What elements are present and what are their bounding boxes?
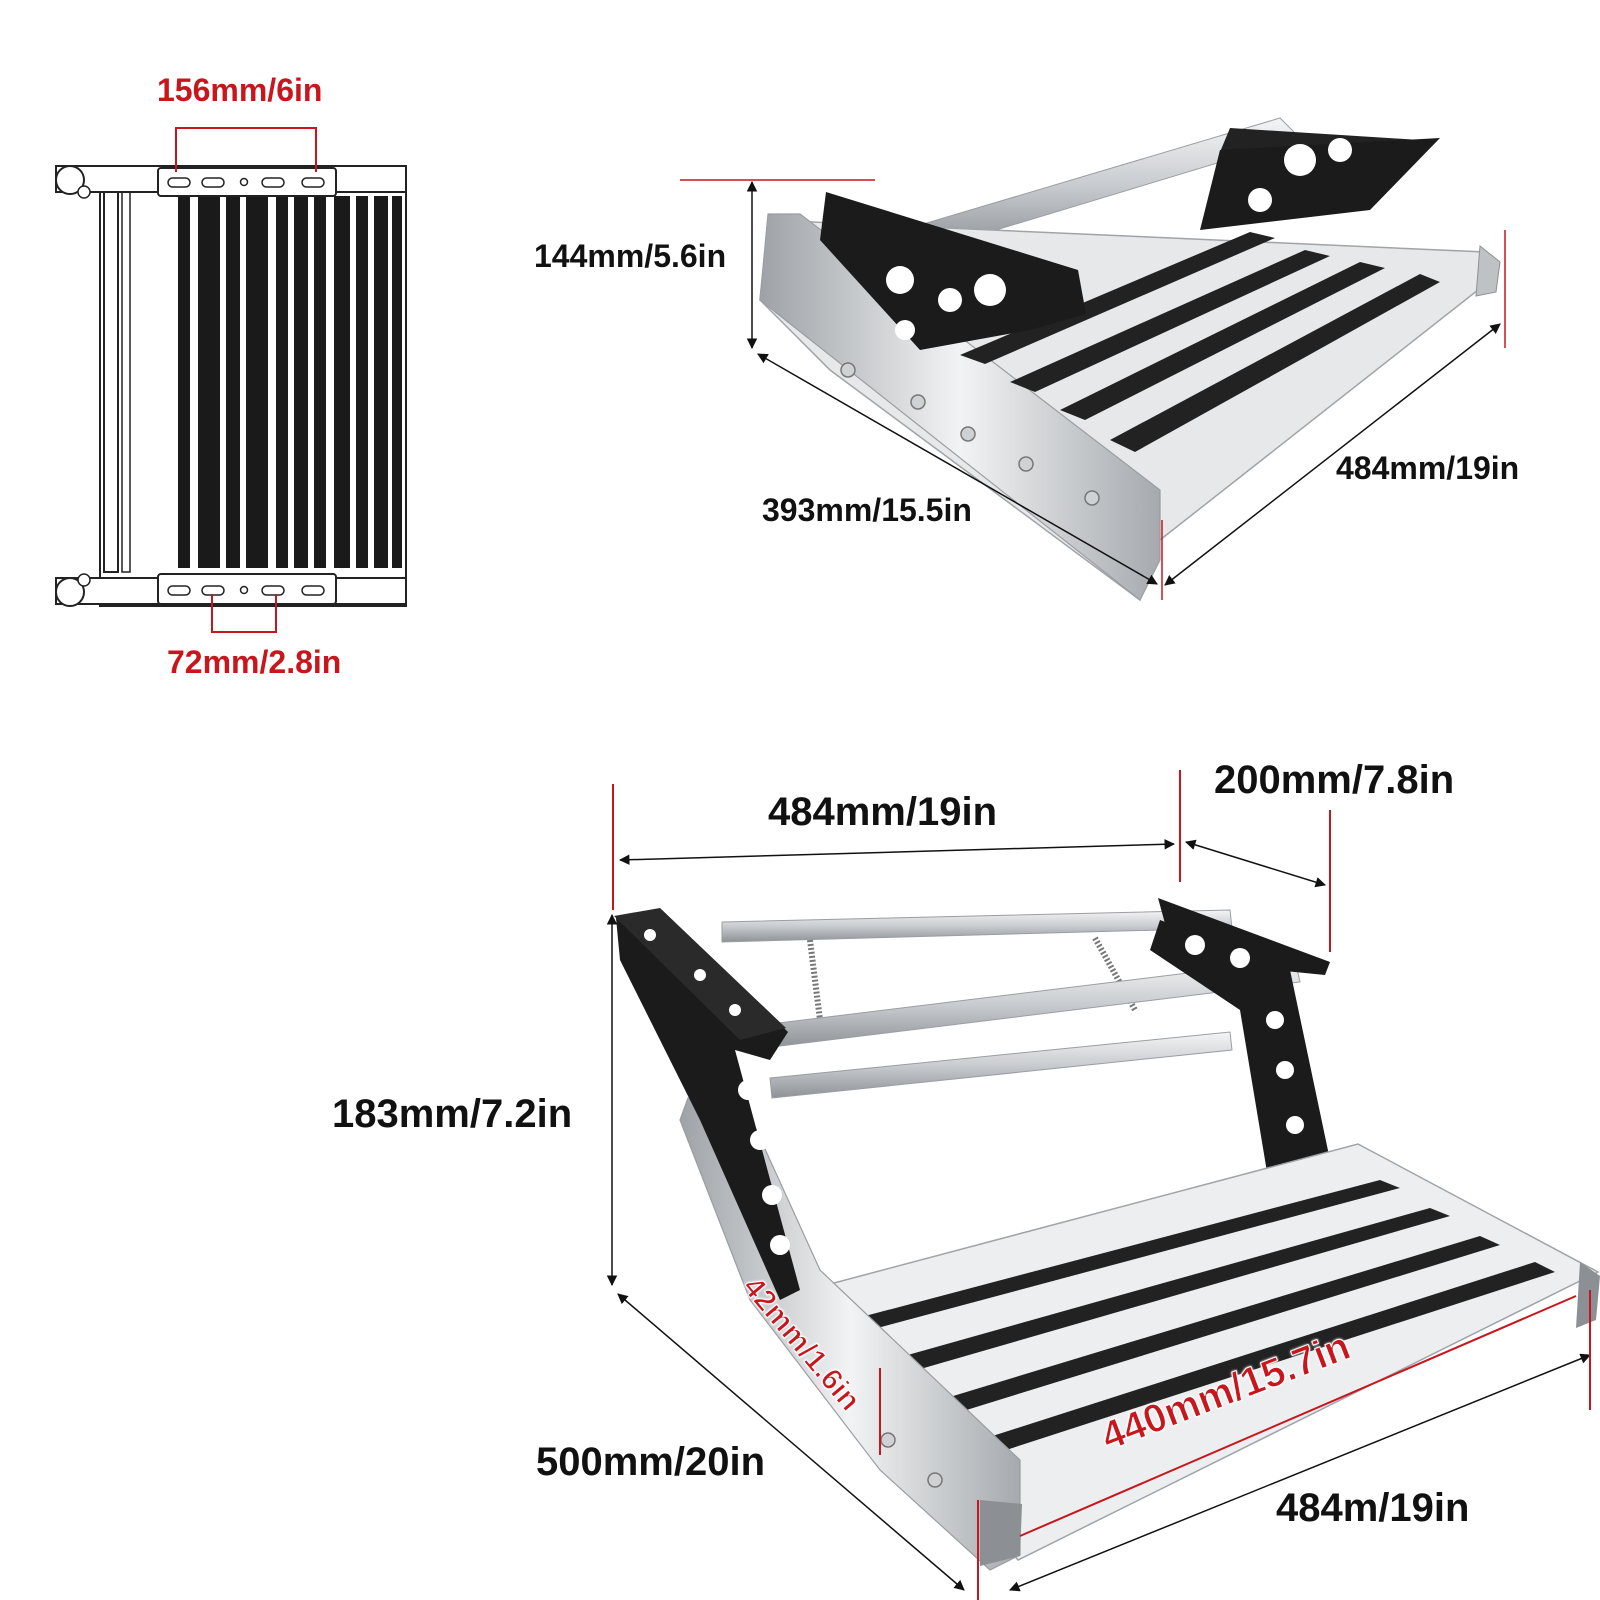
side-view-label-depth: 393mm/15.5in xyxy=(762,492,972,528)
side-view-label-width: 484mm/19in xyxy=(1336,450,1520,486)
top-view-label-top: 156mm/6in xyxy=(157,72,323,108)
main-view-label-top-width: 484mm/19in xyxy=(768,790,998,834)
top-view-label-bottom: 72mm/2.8in xyxy=(167,644,342,680)
main-view-label-bottom-width: 484m/19in xyxy=(1276,1486,1470,1530)
main-view-drawing xyxy=(606,770,1600,1600)
side-view-label-height: 144mm/5.6in xyxy=(534,238,727,274)
main-view-label-height: 183mm/7.2in xyxy=(332,1092,573,1136)
top-view-drawing xyxy=(55,127,407,633)
main-view-label-depth: 500mm/20in xyxy=(536,1440,766,1484)
side-view-drawing xyxy=(680,117,1506,602)
main-view-label-bracket: 200mm/7.8in xyxy=(1214,758,1455,802)
